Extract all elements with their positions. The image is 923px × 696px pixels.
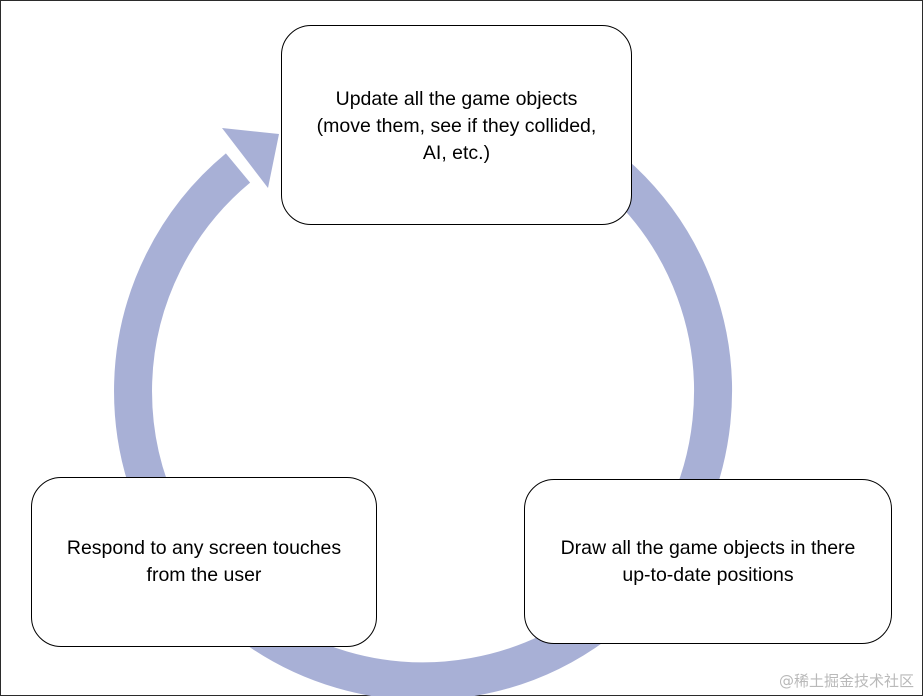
respond-step-line-2: from the user xyxy=(146,564,262,586)
watermark: @稀土掘金技术社区 xyxy=(778,672,914,690)
update-step-box: Update all the game objects (move them, … xyxy=(281,25,632,225)
update-step-line-3: AI, etc.) xyxy=(422,142,491,164)
respond-step-box: Respond to any screen touches from the u… xyxy=(31,477,377,647)
update-step-text: Update all the game objects (move them, … xyxy=(317,86,597,167)
cycle-ring xyxy=(114,100,732,696)
draw-step-text: Draw all the game objects in there up-to… xyxy=(561,535,856,589)
draw-step-line-1: Draw all the game objects in there xyxy=(560,536,856,559)
respond-step-text: Respond to any screen touches from the u… xyxy=(67,535,341,589)
update-step-line-1: Update all the game objects xyxy=(335,88,578,110)
cycle-arrowhead xyxy=(222,128,279,188)
respond-step-line-1: Respond to any screen touches xyxy=(66,537,342,559)
draw-step-line-2: up-to-date positions xyxy=(622,563,794,586)
draw-step-box: Draw all the game objects in there up-to… xyxy=(524,479,892,644)
update-step-line-2: (move them, see if they collided, xyxy=(316,115,597,137)
